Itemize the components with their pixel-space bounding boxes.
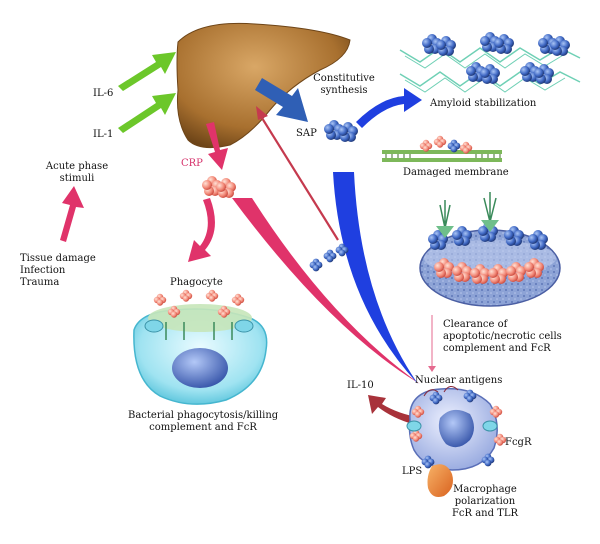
il6-label: IL-6: [93, 88, 114, 99]
clearance-line-3: complement and FcR: [443, 343, 551, 354]
acute-phase-line-2: stimuli: [59, 173, 95, 184]
sap-complex: [324, 120, 358, 142]
apoptotic-cell: [419, 192, 561, 307]
constitutive-label: Constitutive synthesis: [304, 73, 384, 97]
acute-phase-arrow: [60, 186, 84, 242]
il1-label: IL-1: [93, 129, 114, 140]
il10-arrow: [368, 395, 422, 426]
phagocyte-label: Phagocyte: [170, 277, 223, 288]
il6-green-arrow: [118, 52, 176, 91]
macrophage-line-1: Macrophage: [453, 484, 517, 495]
sap-label: SAP: [296, 128, 317, 139]
liver-to-sap-arrow: [255, 78, 308, 122]
macrophage-label: Macrophage polarization FcR and TLR: [440, 484, 530, 520]
macrophage-cell: [406, 386, 507, 471]
clearance-label: Clearance of apoptotic/necrotic cells co…: [443, 319, 562, 355]
macrophage-line-3: FcR and TLR: [451, 508, 519, 519]
fcgr-label: FcgR: [505, 437, 532, 448]
stimulus-infection: Infection: [20, 265, 66, 276]
il10-label: IL-10: [347, 380, 374, 391]
il1-green-arrow: [118, 93, 176, 133]
crp-label: CRP: [181, 158, 203, 169]
damaged-membrane: [382, 135, 502, 162]
macrophage-line-2: polarization: [454, 496, 516, 507]
crp-to-phagocyte-arrow: [188, 198, 215, 262]
feedback-thin-arrow: [261, 117, 339, 241]
constitutive-line-2: synthesis: [320, 85, 368, 96]
liver-to-crp-arrow: [206, 122, 228, 170]
lps-label: LPS: [402, 466, 423, 477]
constitutive-line-1: Constitutive: [313, 73, 375, 84]
feedback-arrowhead: [256, 106, 268, 120]
amyloid-fibrils: [399, 32, 581, 93]
clearance-line-1: Clearance of: [443, 319, 508, 330]
acute-phase-label: Acute phase stimuli: [42, 161, 112, 185]
nuclear-antigens-label: Nuclear antigens: [415, 375, 503, 386]
amyloid-label: Amyloid stabilization: [430, 98, 537, 109]
stimuli-list: Tissue damage Infection Trauma: [20, 253, 96, 289]
sap-to-macrophage-wedge: [333, 172, 418, 384]
acute-phase-line-1: Acute phase: [45, 161, 109, 172]
stimulus-trauma: Trauma: [20, 277, 60, 288]
floating-sap: [309, 243, 349, 272]
bacterial-label: Bacterial phagocytosis/killing complemen…: [128, 410, 278, 434]
phagocyte-cell: [133, 289, 268, 405]
bacterial-line-2: complement and FcR: [149, 422, 257, 433]
crp-to-macrophage-wedge: [232, 198, 420, 384]
stimulus-tissue-damage: Tissue damage: [20, 253, 96, 264]
lps-molecule: [427, 464, 453, 497]
clearance-line-2: apoptotic/necrotic cells: [443, 331, 562, 342]
damaged-membrane-label: Damaged membrane: [403, 167, 509, 178]
crp-complex: [202, 176, 236, 198]
sap-to-amyloid-arrow: [356, 88, 422, 128]
clearance-arrowhead: [428, 366, 436, 372]
bacterial-line-1: Bacterial phagocytosis/killing: [128, 410, 279, 421]
